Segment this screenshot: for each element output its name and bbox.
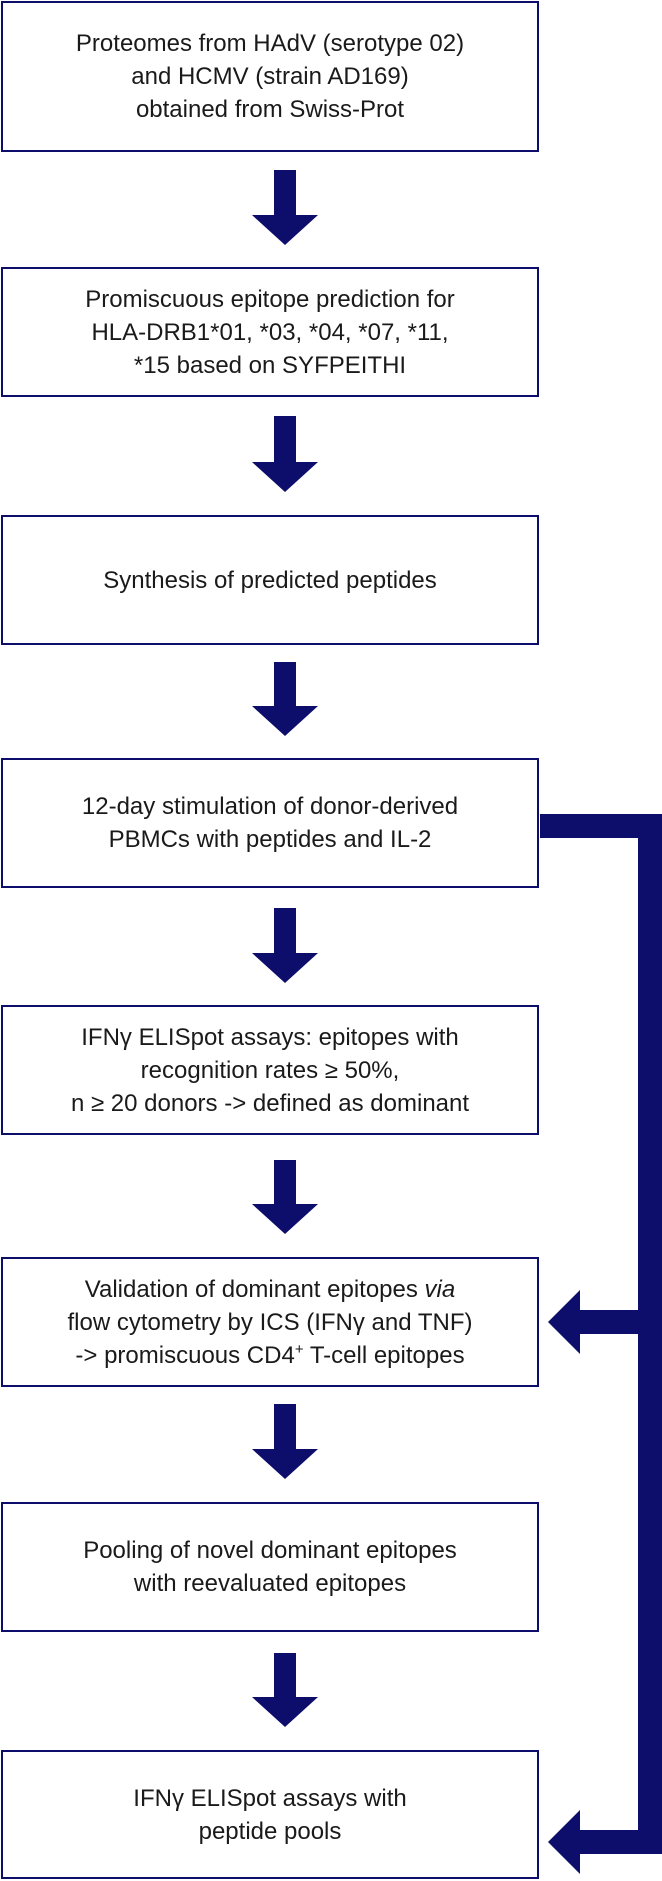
feedback-connector-vertical — [638, 814, 662, 1854]
step-text-line: 12-day stimulation of donor-derived — [81, 793, 459, 820]
step-box-elispot-screening: IFNγ ELISpot assays: epitopes with recog… — [1, 1005, 539, 1135]
step-box-ics-validation: Validation of dominant epitopes via flow… — [1, 1257, 539, 1387]
step-text-line: with reevaluated epitopes — [133, 1570, 407, 1597]
step-box-proteome-source: Proteomes from HAdV (serotype 02) and HC… — [1, 1, 539, 152]
step-text-line: IFNγ ELISpot assays with — [133, 1784, 407, 1812]
down-arrow-icon — [252, 1653, 318, 1727]
superscript-plus: + — [294, 1340, 304, 1358]
step-text-line: and HCMV (strain AD169) — [131, 63, 409, 90]
step-text-line: peptide pools — [198, 1817, 342, 1845]
step-text: IFNγ ELISpot assays with peptide pools — [133, 1782, 406, 1848]
text-segment: -> promiscuous CD4 — [75, 1341, 295, 1369]
down-arrow-icon — [252, 1404, 318, 1479]
branch-connector — [580, 1830, 640, 1854]
step-text-line: Proteomes from HAdV (serotype 02) — [75, 30, 465, 57]
step-text-line: Promiscuous epitope prediction for — [85, 285, 455, 313]
step-text: Promiscuous epitope prediction for HLA-D… — [85, 283, 455, 382]
step-text-line: recognition rates ≥ 50%, — [140, 1056, 400, 1084]
step-text: Validation of dominant epitopes via flow… — [68, 1273, 473, 1372]
step-box-pbmc-stimulation: 12-day stimulation of donor-derived PBMC… — [1, 758, 539, 888]
step-text-line: flow cytometry by ICS (IFNγ and TNF) — [67, 1308, 473, 1336]
step-text: 12-day stimulation of donor-derived PBMC… — [82, 790, 458, 856]
text-segment: T-cell epitopes — [303, 1341, 465, 1369]
step-box-epitope-prediction: Promiscuous epitope prediction for HLA-D… — [1, 267, 539, 397]
down-arrow-icon — [252, 662, 318, 736]
text-segment-italic: via — [424, 1275, 456, 1303]
step-text: Proteomes from HAdV (serotype 02) and HC… — [76, 27, 464, 126]
down-arrow-icon — [252, 1160, 318, 1234]
text-segment: Validation of dominant epitopes — [84, 1275, 425, 1303]
branch-connector — [580, 1310, 640, 1334]
step-text: Synthesis of predicted peptides — [103, 564, 437, 597]
step-text-line: n ≥ 20 donors -> defined as dominant — [70, 1089, 470, 1117]
step-text-line: -> promiscuous CD4+ T-cell epitopes — [68, 1339, 473, 1372]
step-box-pool-elispot: IFNγ ELISpot assays with peptide pools — [1, 1750, 539, 1879]
down-arrow-icon — [252, 170, 318, 245]
step-text-line: HLA-DRB1*01, *03, *04, *07, *11, — [91, 318, 449, 346]
step-text-line: PBMCs with peptides and IL-2 — [108, 826, 432, 853]
step-text: IFNγ ELISpot assays: epitopes with recog… — [71, 1021, 469, 1120]
step-text-line: Validation of dominant epitopes via — [68, 1273, 473, 1306]
step-text: Pooling of novel dominant epitopes with … — [83, 1534, 457, 1600]
step-text-line: Synthesis of predicted peptides — [103, 566, 437, 594]
left-arrow-icon — [548, 1290, 580, 1354]
step-box-peptide-synthesis: Synthesis of predicted peptides — [1, 515, 539, 645]
step-text-line: obtained from Swiss-Prot — [135, 96, 405, 123]
step-text-line: *15 based on SYFPEITHI — [133, 351, 407, 379]
down-arrow-icon — [252, 908, 318, 983]
step-text-line: Pooling of novel dominant epitopes — [83, 1537, 457, 1564]
down-arrow-icon — [252, 416, 318, 492]
step-box-epitope-pooling: Pooling of novel dominant epitopes with … — [1, 1502, 539, 1632]
left-arrow-icon — [548, 1810, 580, 1874]
step-text-line: IFNγ ELISpot assays: epitopes with — [81, 1023, 459, 1051]
